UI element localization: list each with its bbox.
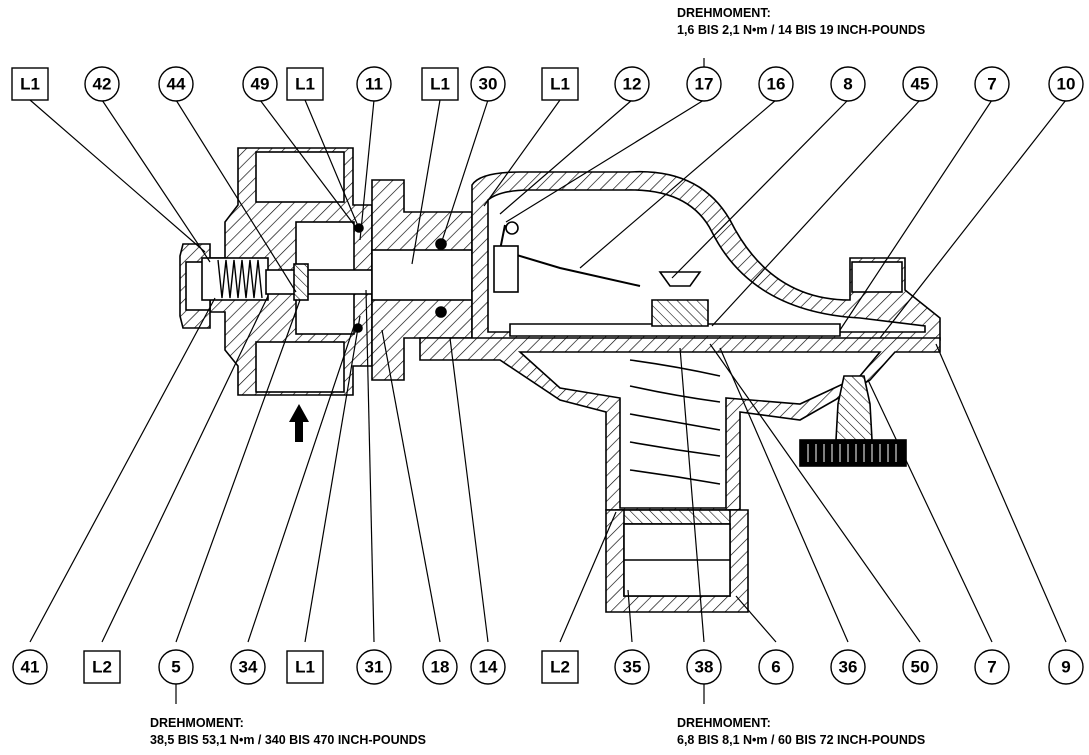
torque-value: 1,6 BIS 2,1 N•m / 14 BIS 19 INCH-POUNDS [677,23,925,37]
pusher-head [658,271,702,287]
callout-label: 49 [251,75,270,94]
lever-link [493,245,519,293]
callout-bottom: 9 [1048,649,1084,685]
callout-label: 45 [911,75,930,94]
callout-top: 16 [758,66,794,102]
callout-label: L1 [550,75,570,94]
callout-label: L2 [550,658,570,677]
callout-label: L1 [20,75,40,94]
callout-top: 45 [902,66,938,102]
callout-bottom: 14 [470,649,506,685]
callout-top: 12 [614,66,650,102]
callout-label: 30 [479,75,498,94]
callout-label: L1 [295,658,315,677]
torque-value: 6,8 BIS 8,1 N•m / 60 BIS 72 INCH-POUNDS [677,733,925,747]
callout-bottom: 41 [12,649,48,685]
lever [498,224,641,287]
callout-bottom: 7 [974,649,1010,685]
torque-heading: DREHMOMENT: [677,716,771,730]
diaphragm-plate [509,323,841,337]
torque-note-top: DREHMOMENT: 1,6 BIS 2,1 N•m / 14 BIS 19 … [677,6,925,37]
callout-bottom: 36 [830,649,866,685]
callout-label: 7 [987,658,996,677]
callout-bottom: 5 [158,649,194,685]
torque-heading: DREHMOMENT: [677,6,771,20]
callout-bottom: 34 [230,649,266,685]
callout-label: 44 [167,75,186,94]
vent-stem [835,375,873,441]
valve-disc [293,263,309,301]
callout-top: 10 [1048,66,1084,102]
callout-bottom: 50 [902,649,938,685]
callout-top: 44 [158,66,194,102]
callout-label: 18 [431,658,450,677]
outlet-port [851,261,903,293]
callout-top: 49 [242,66,278,102]
callout-top: 42 [84,66,120,102]
callout-label: 31 [365,658,384,677]
callout-top: 8 [830,66,866,102]
leader-lines [29,58,1067,704]
callout-label: 38 [695,658,714,677]
callout-bottom: L2 [541,650,579,684]
callout-label: 6 [771,658,780,677]
callout-top: L1 [421,67,459,101]
callout-label: 16 [767,75,786,94]
orifice-bore [371,249,473,301]
callouts-bottom: 41 L2 5 34 L1 31 18 14 L2 35 38 6 36 50 … [12,649,1084,685]
callout-label: 50 [911,658,930,677]
callout-label: 11 [365,75,383,94]
callout-top: 30 [470,66,506,102]
callout-top: 17 [686,66,722,102]
callout-label: 14 [479,658,498,677]
callout-top: 7 [974,66,1010,102]
callout-label: 5 [171,658,180,677]
callout-label: 10 [1057,75,1076,94]
inlet-spring [217,259,263,299]
callout-label: 41 [21,658,40,677]
callout-label: 34 [239,658,258,677]
callout-label: 42 [93,75,112,94]
pusher-post [651,299,709,327]
callout-label: L1 [430,75,450,94]
drawing-body [179,147,941,613]
callout-top: L1 [541,67,579,101]
vent-knob-grip [807,444,897,462]
upper-chamber [487,189,926,333]
callouts-top: L1 42 44 49 L1 11 L1 30 L1 12 17 16 8 45… [11,66,1084,102]
callout-bottom: 31 [356,649,392,685]
o-ring-lower [435,306,447,318]
flow-arrow [289,404,309,442]
main-spring [629,359,721,485]
spring-seat [615,509,741,525]
lever-pivot [505,221,519,235]
inlet-port-bottom [255,341,345,393]
callout-bottom: 35 [614,649,650,685]
callout-label: 36 [839,658,858,677]
lower-chamber [517,351,882,509]
torque-value: 38,5 BIS 53,1 N•m / 340 BIS 470 INCH-POU… [150,733,426,747]
callout-label: 8 [843,75,852,94]
callout-top: L1 [11,67,49,101]
callout-label: 9 [1061,658,1070,677]
callout-label: 7 [987,75,996,94]
torque-heading: DREHMOMENT: [150,716,244,730]
callout-label: 35 [623,658,642,677]
callout-bottom: 38 [686,649,722,685]
callout-top: L1 [286,67,324,101]
callout-label: 12 [623,75,642,94]
callout-bottom: L2 [83,650,121,684]
callout-label: 17 [695,75,714,94]
callout-label: L2 [92,658,112,677]
callout-bottom: L1 [286,650,324,684]
callout-bottom: 6 [758,649,794,685]
callout-label: L1 [295,75,315,94]
inlet-port-top [255,151,345,203]
callout-top: 11 [356,66,392,102]
torque-note-bottom-right: DREHMOMENT: 6,8 BIS 8,1 N•m / 60 BIS 72 … [677,716,925,747]
callout-bottom: 18 [422,649,458,685]
torque-note-bottom-left: DREHMOMENT: 38,5 BIS 53,1 N•m / 340 BIS … [150,716,426,747]
